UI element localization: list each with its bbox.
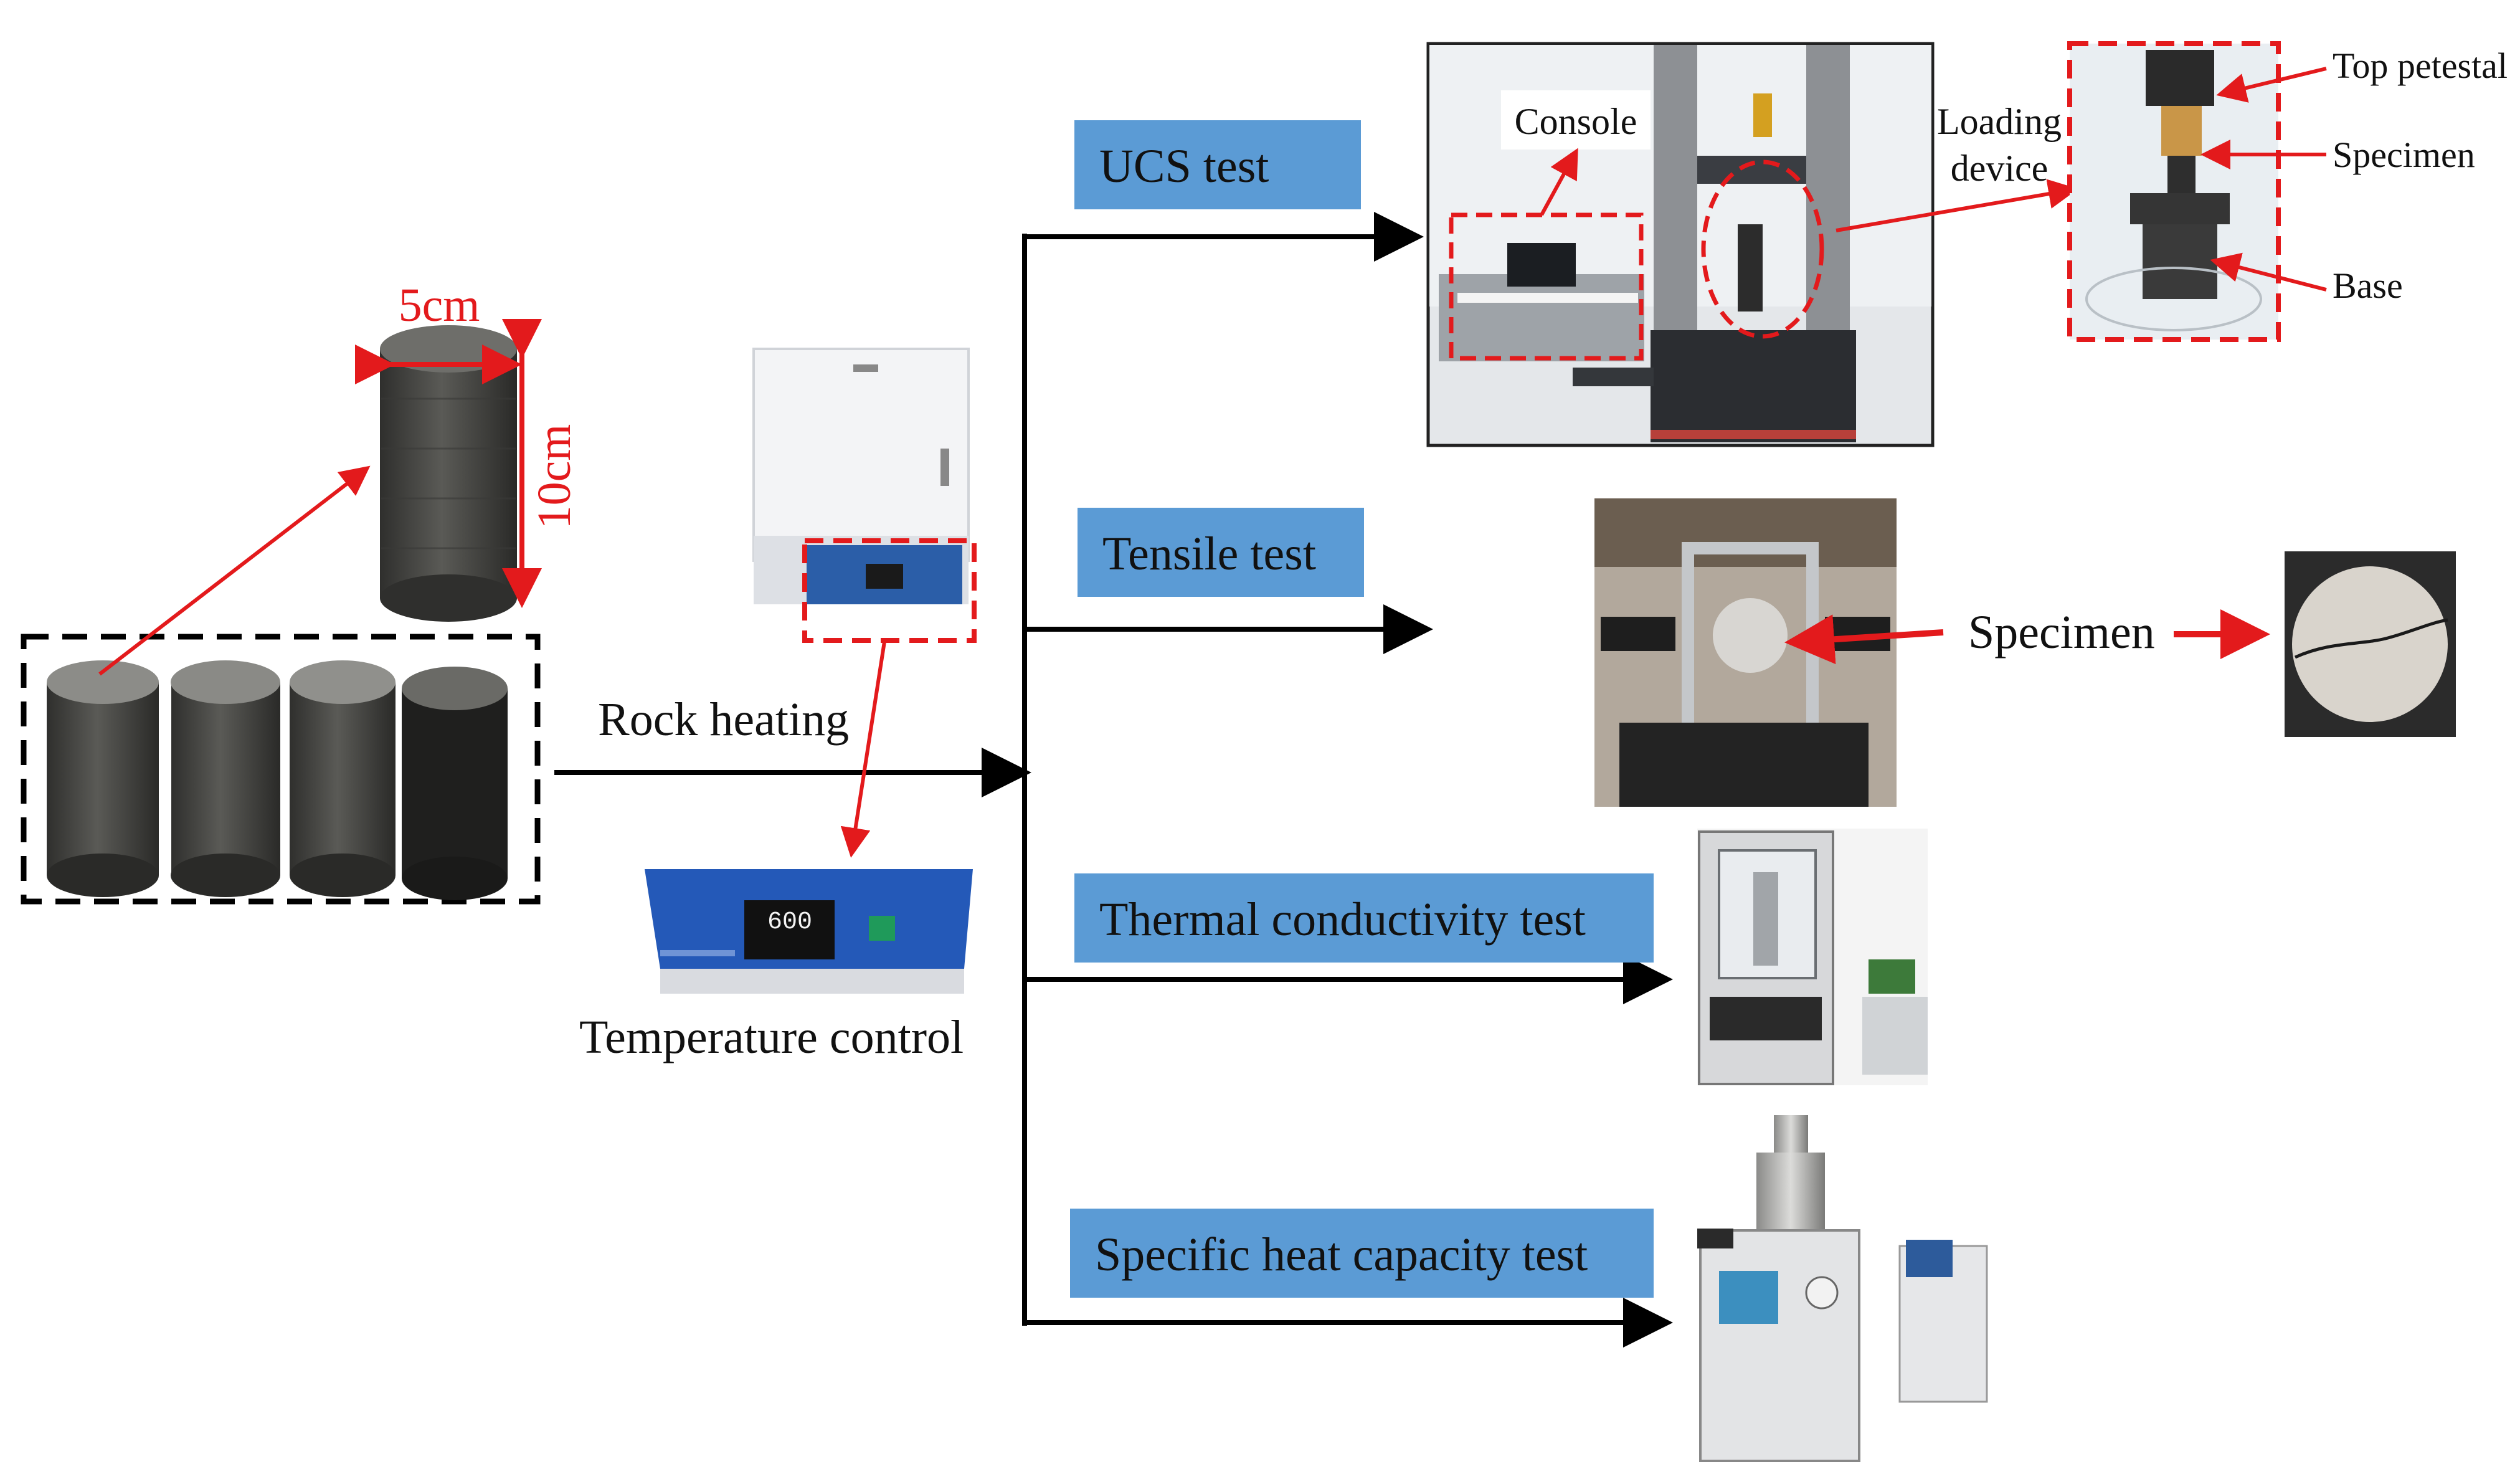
controller-highlight-box [802, 538, 977, 643]
heating-label: Rock heating [598, 693, 849, 746]
loading-device-label-line2: device [1951, 148, 2049, 189]
temperature-control-label: Temperature control [579, 1011, 964, 1063]
specific-heat-test-box [1070, 1209, 1654, 1298]
ucs-test-label: UCS test [1099, 140, 1269, 193]
top-pedestal-label: Top petestal [2333, 45, 2508, 86]
console-label: Console [1515, 101, 1637, 142]
tensile-fixture-photo [1594, 498, 1897, 807]
specific-heat-test-label: Specific heat capacity test [1095, 1229, 1588, 1281]
tensile-specimen-label: Specimen [1968, 606, 2155, 659]
height-label: 10cm [528, 424, 580, 530]
diameter-label: 5cm [399, 279, 480, 331]
sample-to-single-arrow [98, 465, 371, 676]
thermal-conductivity-apparatus-photo [1697, 829, 1928, 1085]
thermal-conductivity-test-box [1074, 873, 1654, 963]
tensile-test-box [1078, 508, 1364, 597]
ucs-machine-photo [1426, 42, 1935, 447]
loading-device-label-line1: Loading [1937, 101, 2062, 142]
closeup-highlight-box [2067, 41, 2281, 342]
ucs-test-box [1074, 120, 1361, 209]
base-label: Base [2333, 265, 2403, 306]
loading-device-highlight-ellipse [1701, 159, 1824, 339]
muffle-furnace-photo [752, 348, 970, 604]
tensile-test-label: Tensile test [1102, 528, 1316, 580]
console-label-bg [1501, 90, 1651, 150]
base-pointer [2210, 252, 2327, 292]
single-sample-photo [380, 325, 517, 622]
console-pointer-arrow [1540, 148, 1578, 216]
ucs-specimen-label: Specimen [2333, 135, 2475, 175]
tensile-specimen-pointer [1784, 614, 1944, 665]
loading-device-zoom-arrow [1836, 179, 2078, 232]
controller-display-value: 600 [767, 908, 812, 936]
specific-heat-apparatus-photo [1697, 1115, 1988, 1462]
temperature-controller-photo: 600 [645, 869, 973, 994]
broken-specimen-photo [2285, 551, 2456, 737]
sample-group-photo [47, 660, 508, 900]
thermal-conductivity-test-label: Thermal conductivity test [1099, 893, 1586, 946]
controller-zoom-arrow [840, 641, 886, 858]
top-pedestal-pointer [2216, 67, 2327, 103]
console-highlight-box [1449, 212, 1644, 361]
